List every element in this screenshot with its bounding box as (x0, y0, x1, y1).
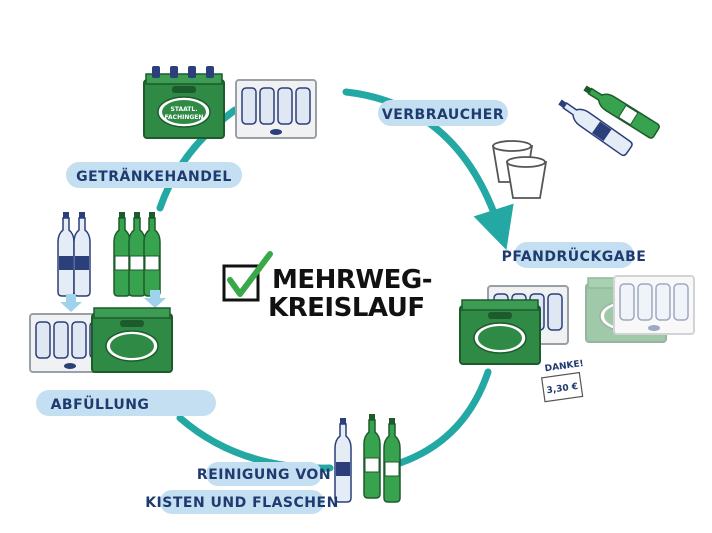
arrow-pfandrueckgabe-to-reinigung (396, 368, 492, 467)
pfandrueckgabe-faded-crates (585, 275, 695, 343)
pfandrueckgabe-green-crate (459, 299, 541, 365)
reinigung-label-line2: KISTEN UND FLASCHEN (145, 495, 339, 511)
deposit-receipt: 3,30 € DANKE! (540, 359, 584, 403)
title-line2: KREISLAUF (268, 293, 425, 323)
reinigung-band-1 (206, 462, 322, 486)
verbraucher-band (378, 100, 508, 126)
abfuellung-glass-bottles (57, 211, 91, 297)
arrow-verbraucher-to-pfandrueckgabe (342, 88, 514, 250)
getraenkehandel-label: GETRÄNKEHANDEL (76, 168, 232, 185)
getraenkehandel-crates: STAATL. FACHINGEN (143, 66, 225, 139)
abfuellung-green-crate (91, 307, 173, 373)
deposit-amount: 3,30 € (546, 382, 579, 396)
pouring-bottles (554, 80, 662, 158)
arrow-reinigung-to-abfuellung (176, 414, 334, 472)
crate-brand-line1: STAATL. (171, 106, 198, 113)
reinigung-label-line1: REINIGUNG VON (197, 467, 331, 483)
pfandrueckgabe-band (514, 242, 634, 268)
cleaned-bottles (334, 413, 401, 503)
abfuellung-green-bottles (113, 211, 161, 297)
abfuellung-label: ABFÜLLUNG (51, 395, 150, 413)
abfuellung-band (36, 390, 216, 416)
getraenkehandel-band (66, 162, 242, 188)
drinking-glasses (491, 140, 548, 199)
title-checkmark (222, 251, 273, 302)
title-line1: MEHRWEG- (272, 265, 432, 295)
getraenkehandel-grey-crate (235, 79, 317, 139)
pfandrueckgabe-label: PFANDRÜCKGABE (502, 247, 647, 265)
fill-arrows (60, 290, 166, 312)
crate-brand-line2: FACHINGEN (165, 114, 204, 121)
danke-label: DANKE! (544, 359, 584, 374)
reinigung-band-2 (160, 490, 324, 514)
verbraucher-label: VERBRAUCHER (382, 107, 504, 123)
